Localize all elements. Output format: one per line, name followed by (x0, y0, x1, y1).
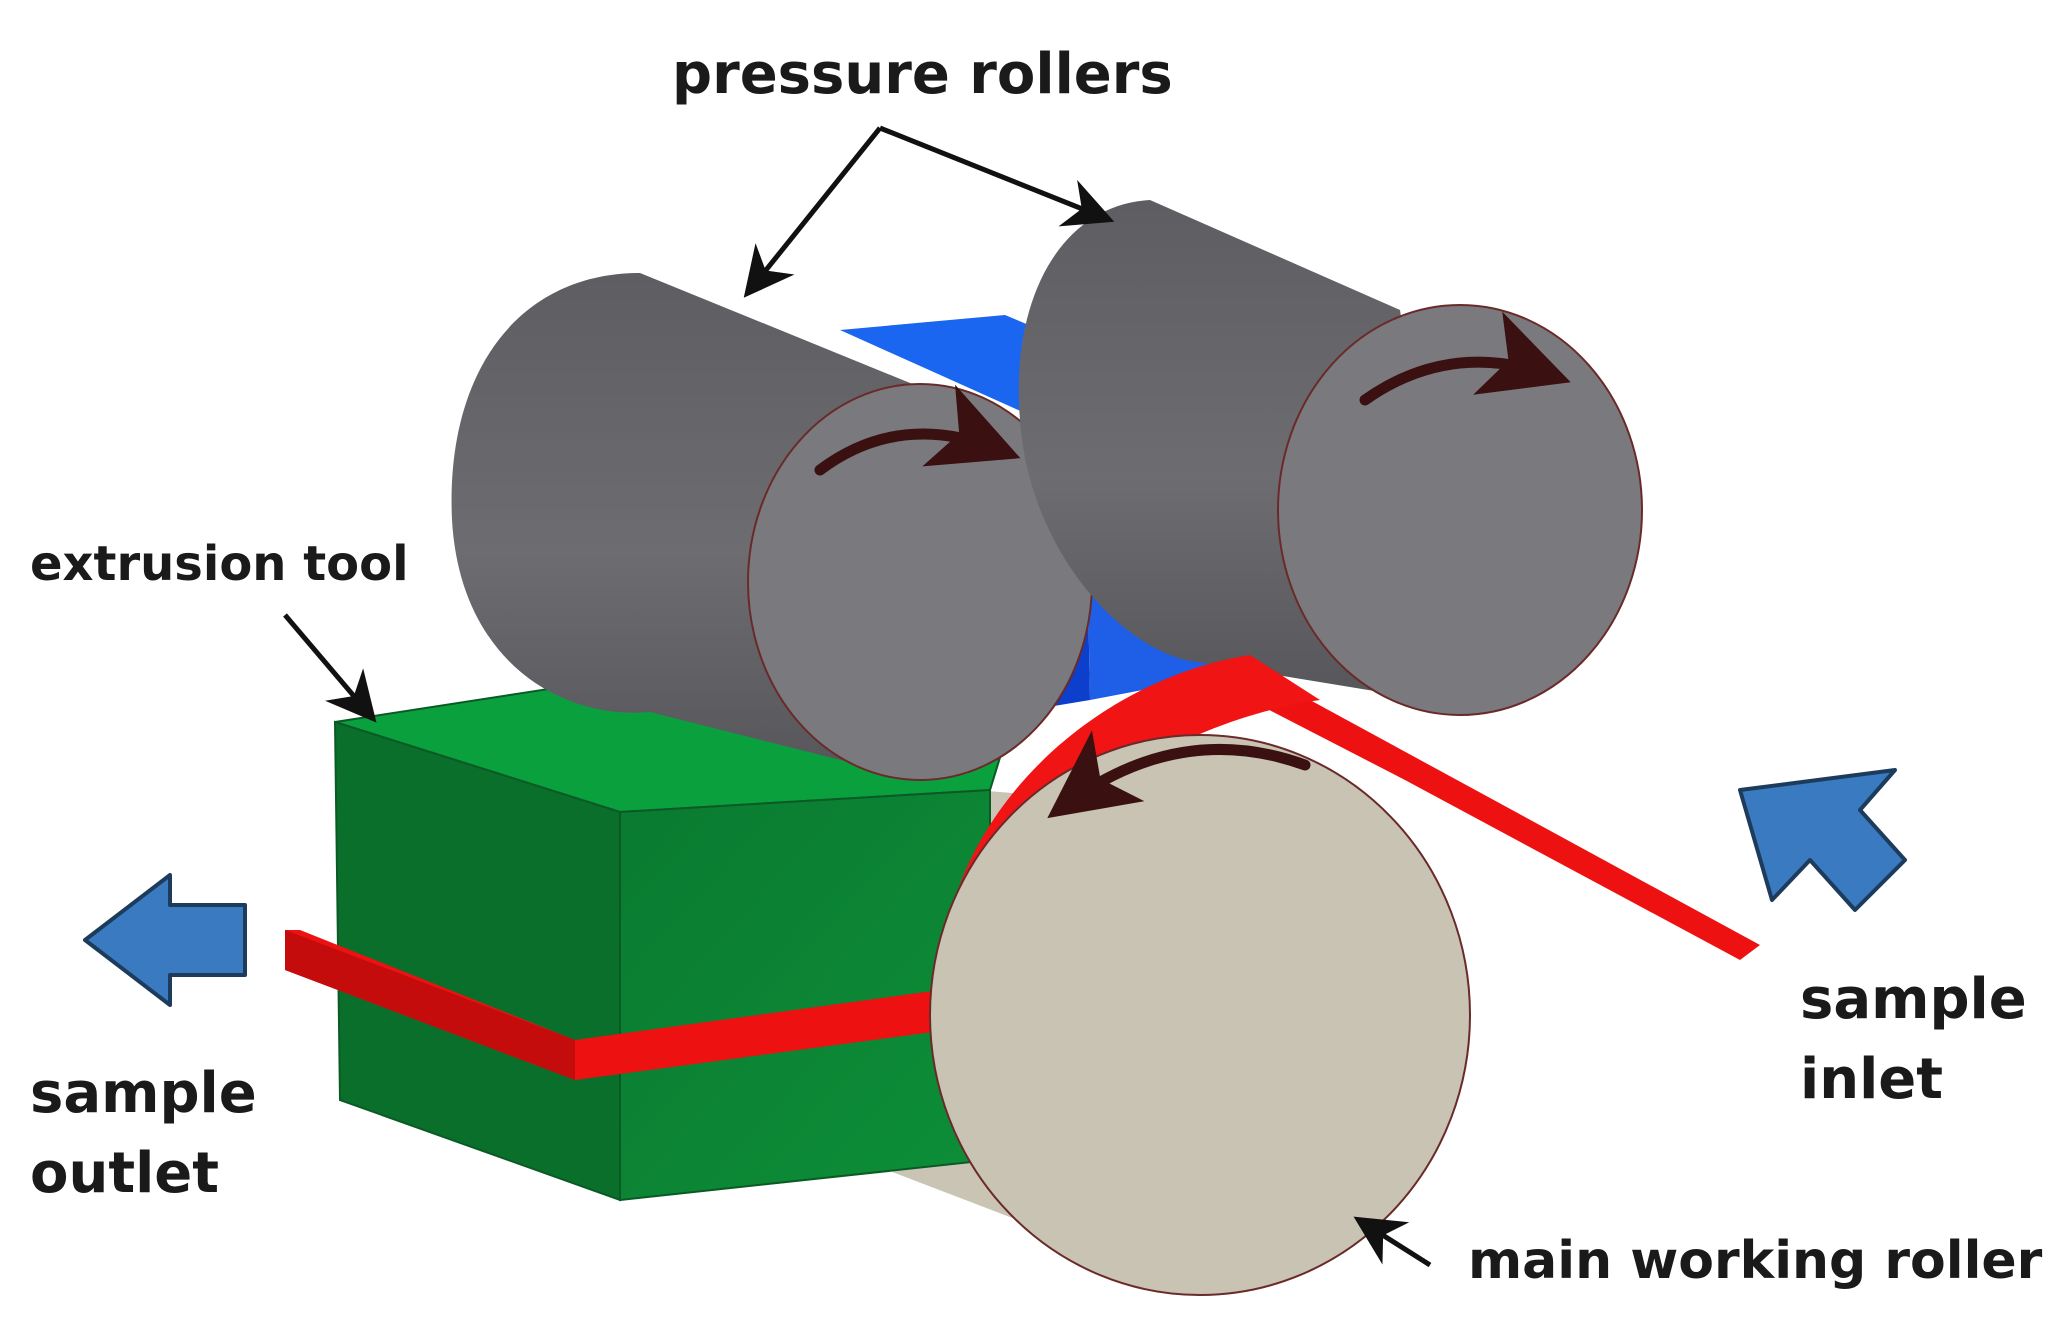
rotation-arrow-icon (1047, 730, 1311, 819)
label-pressure-rollers: pressure rollers (672, 42, 1173, 107)
extrusion-tool-leader (283, 613, 377, 723)
label-extrusion-tool: extrusion tool (30, 536, 409, 592)
arrow-up-left-icon (1738, 768, 1907, 912)
main-working-roller-face (929, 734, 1471, 1296)
label-main-working-roller: main working roller (1468, 1231, 2043, 1291)
sample-strip-inlet (1250, 660, 1760, 960)
label-sample-inlet-2: inlet (1800, 1047, 1943, 1112)
arrow-left-icon (83, 873, 247, 1007)
rotation-arrow-icon (814, 384, 1021, 476)
sample-strip-edge (285, 930, 575, 1080)
label-sample-outlet-2: outlet (30, 1141, 219, 1206)
label-sample-inlet-1: sample (1800, 967, 2027, 1032)
sample-strip-outlet (285, 930, 985, 1080)
pressure-roller-right-face (1277, 304, 1643, 716)
main-roller-leader (1353, 1216, 1432, 1268)
label-sample-outlet-1: sample (30, 1061, 257, 1126)
pressure-roller-left (451, 273, 1093, 781)
rotation-arrow-icon (1359, 311, 1571, 406)
pressure-rollers-leader-right (879, 125, 1115, 227)
pressure-roller-right (1018, 200, 1643, 716)
pressure-rollers-leader-left (743, 126, 882, 298)
